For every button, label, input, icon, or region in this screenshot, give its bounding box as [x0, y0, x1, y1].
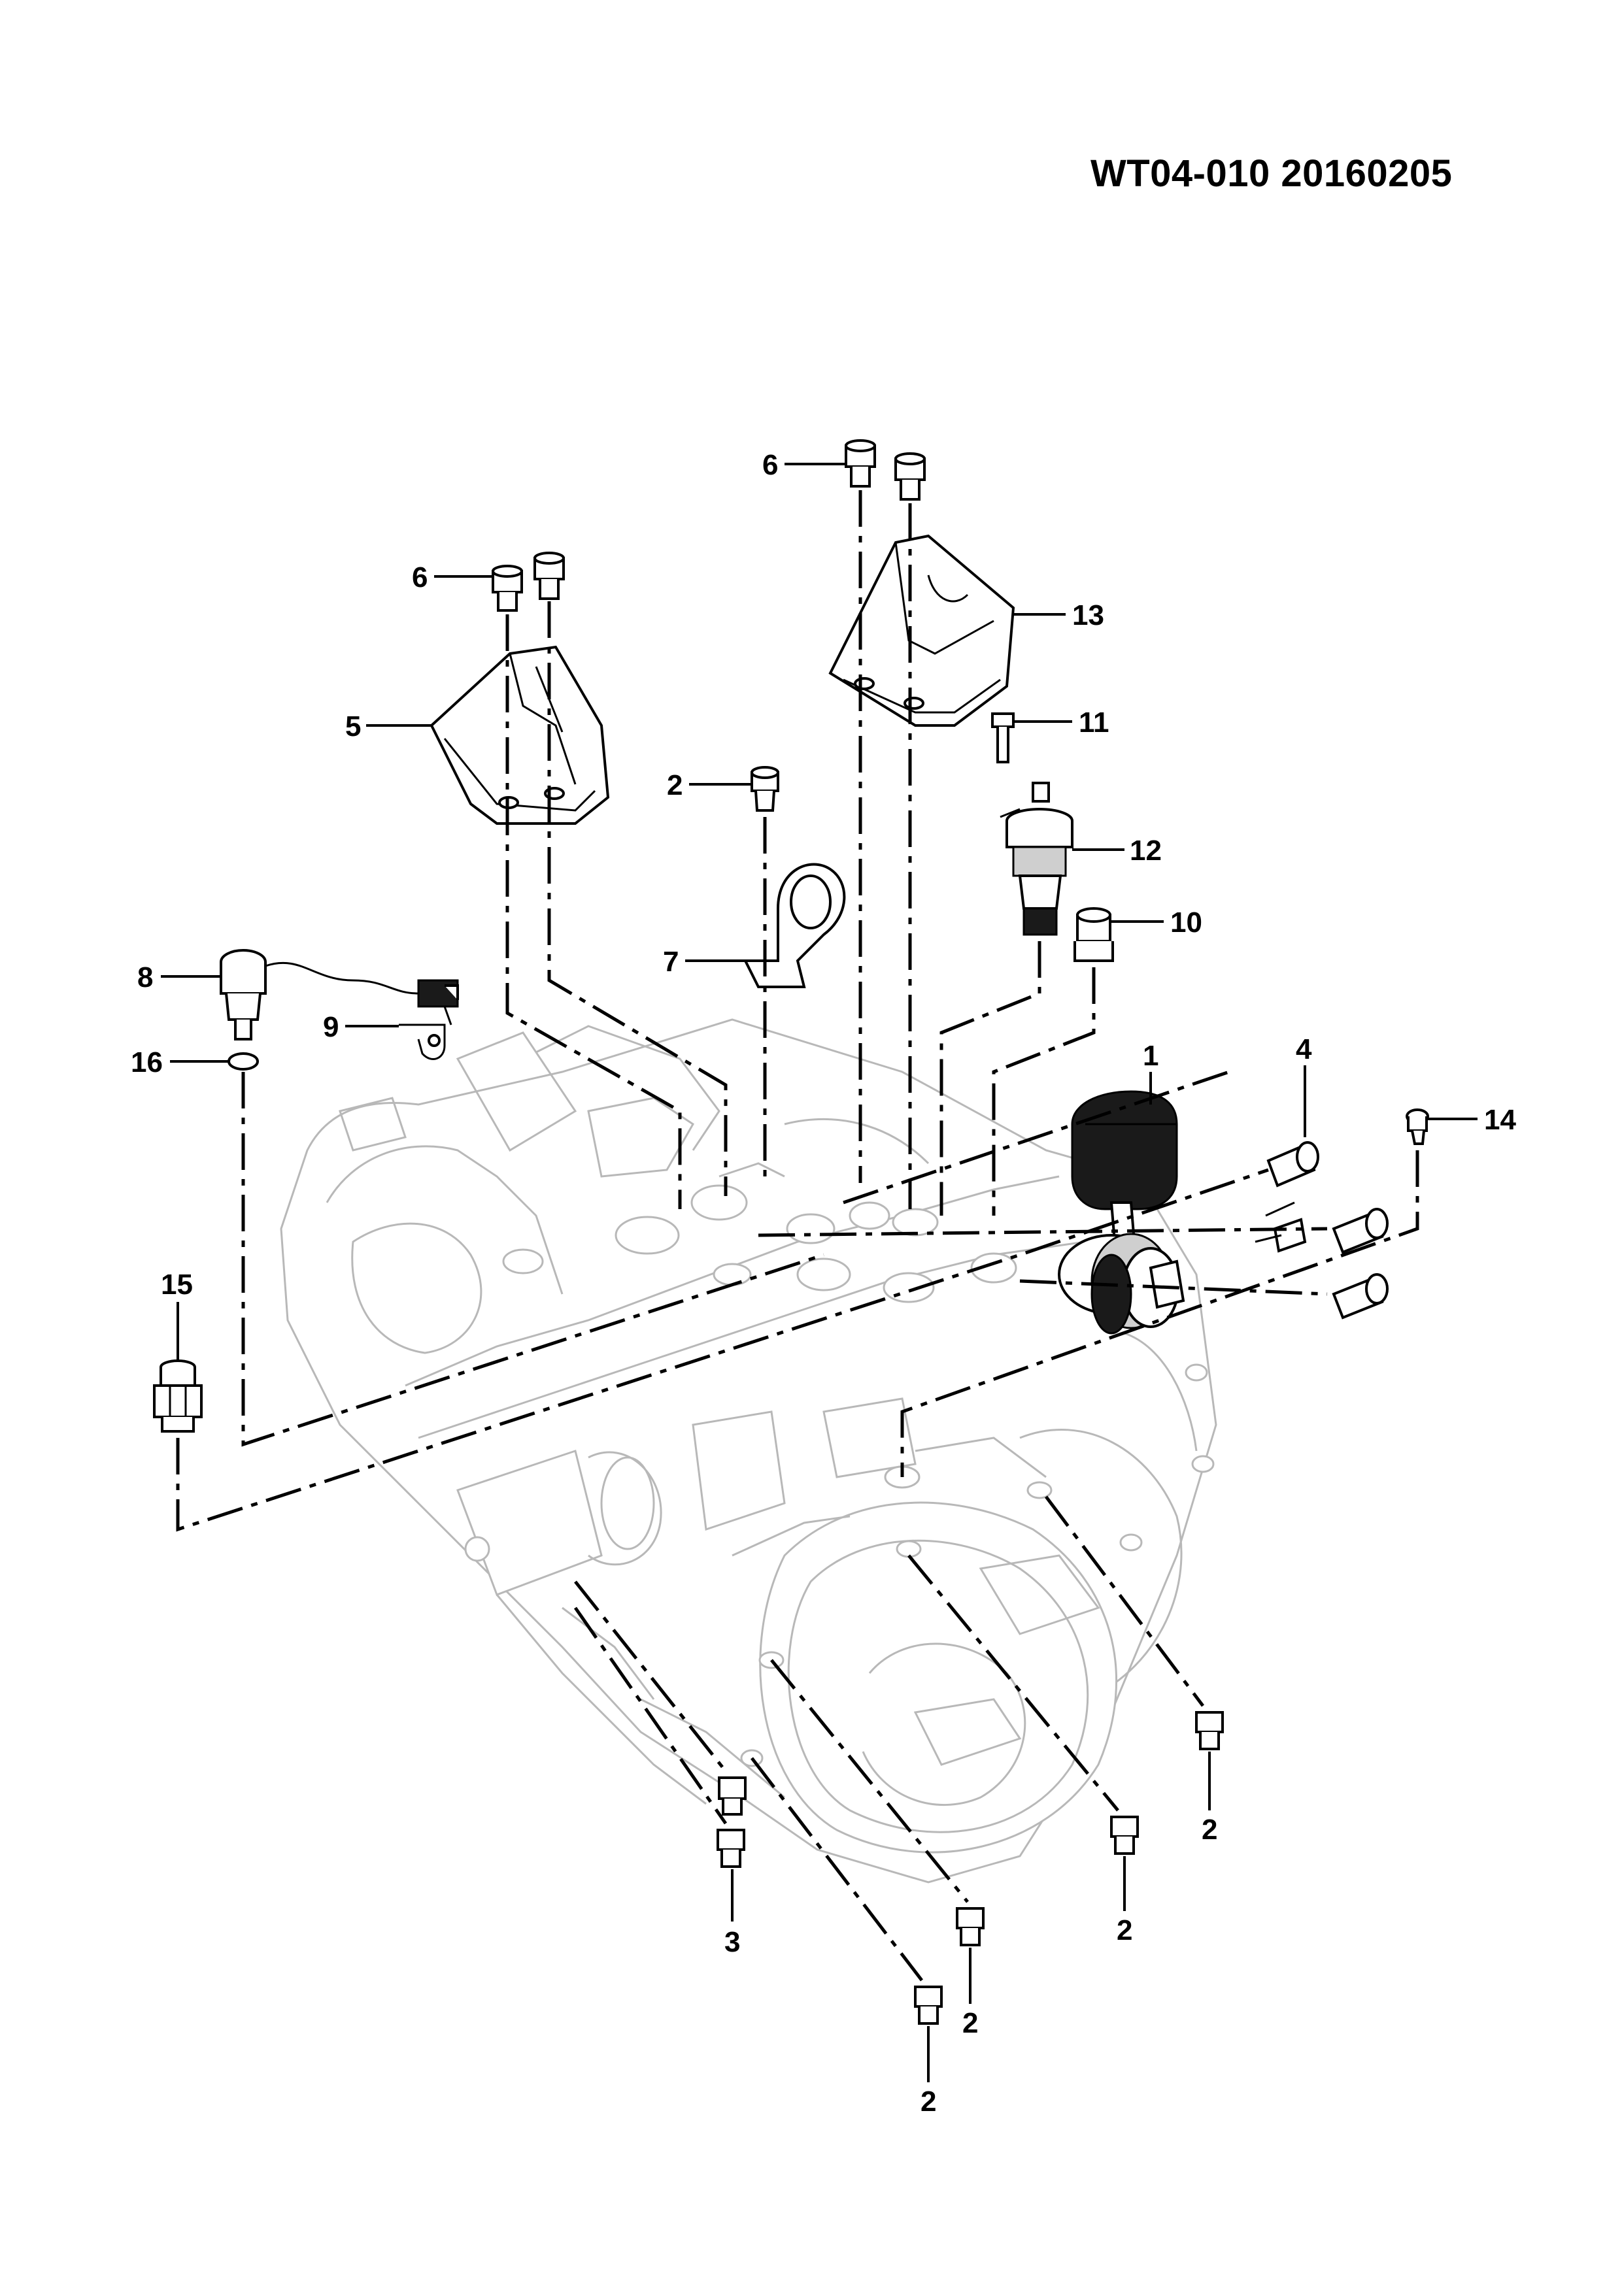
callout-2-bottom-d: 2: [1202, 1814, 1217, 1846]
callout-2-bottom-c: 2: [1117, 1914, 1132, 1946]
callout-6-left: 6: [412, 561, 428, 593]
document-id: WT04-010 20160205: [1090, 152, 1453, 195]
callout-5: 5: [345, 710, 361, 742]
component-16-washer: [228, 1052, 259, 1071]
component-7-clip: [743, 863, 846, 988]
component-13-bracket: [828, 534, 1015, 727]
callout-10: 10: [1170, 907, 1202, 939]
callout-labels: 1 4 14 5 6 6 13 11 12 10 2 7 8 9 16 15 3…: [131, 449, 1516, 2118]
component-1-actuator: [1058, 1090, 1185, 1335]
component-5-bracket: [430, 645, 610, 825]
component-9-harness-clip: [399, 1006, 452, 1060]
component-11-bolt: [991, 712, 1015, 763]
bolts-6: [492, 439, 926, 612]
callout-16: 16: [131, 1046, 163, 1078]
bolt-2-top: [751, 766, 779, 812]
component-10-sleeve: [1073, 907, 1114, 962]
assembly-lines: [176, 490, 1419, 1982]
callout-2-bottom-a: 2: [921, 2086, 936, 2118]
component-12-speed-sensor: [1000, 782, 1073, 936]
callout-13: 13: [1072, 599, 1104, 631]
transmission-housing: [280, 1018, 1217, 1884]
bolts-2-bottom: [717, 1711, 1224, 2025]
callout-14: 14: [1484, 1104, 1516, 1136]
callout-1: 1: [1143, 1040, 1158, 1072]
callout-11: 11: [1079, 707, 1109, 739]
callout-4: 4: [1296, 1033, 1312, 1065]
callout-7: 7: [663, 946, 679, 978]
leader-lines: [161, 463, 1478, 2082]
component-15-plug: [153, 1359, 203, 1433]
callout-12: 12: [1130, 835, 1162, 867]
component-8-switch-sensor: [220, 949, 459, 1040]
callout-9: 9: [323, 1011, 339, 1043]
callout-6-right: 6: [762, 449, 778, 481]
component-14-bolt: [1406, 1108, 1429, 1145]
callout-2-bottom-b: 2: [962, 2007, 978, 2039]
callout-2-top: 2: [667, 769, 683, 801]
component-4-bolts: [1255, 1141, 1389, 1320]
callout-8: 8: [137, 961, 153, 993]
callout-15: 15: [161, 1269, 193, 1301]
callout-3: 3: [724, 1926, 740, 1958]
